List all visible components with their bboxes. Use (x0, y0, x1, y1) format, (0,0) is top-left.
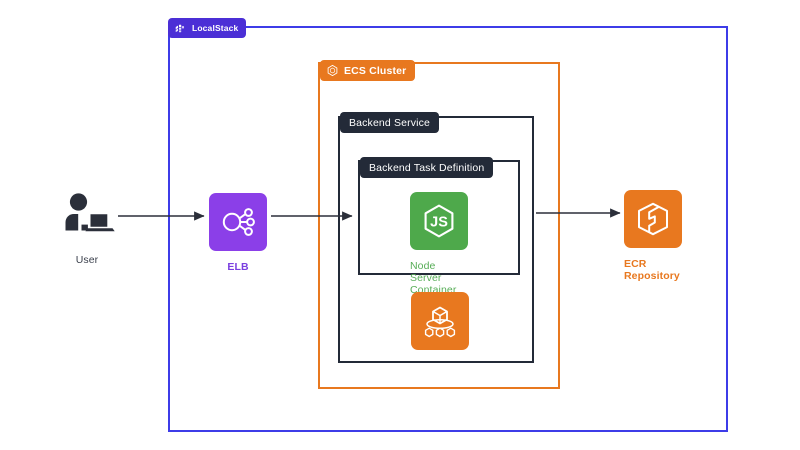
backend-service-badge-label: Backend Service (349, 116, 431, 129)
ecr-repository-label: ECR Repository (624, 258, 680, 282)
node-elb: ELB (209, 193, 267, 273)
svg-text:JS: JS (430, 215, 448, 231)
ecs-cluster-boundary (318, 62, 560, 389)
node-user: User (52, 186, 122, 266)
node-ecr-repository: ECR Repository (624, 190, 682, 282)
aws-ecs-icon (424, 306, 456, 338)
ecs-task-tile (411, 292, 469, 350)
node-server-tile: JS (410, 192, 468, 250)
user-tile (58, 186, 116, 244)
user-laptop-icon (65, 193, 115, 232)
ecr-tile (624, 190, 682, 248)
ecr-cube-icon (638, 202, 668, 236)
localstack-badge-label: LocalStack (192, 23, 239, 33)
backend-task-definition-badge-label: Backend Task Definition (369, 161, 485, 174)
nodejs-icon: JS (424, 204, 454, 238)
backend-task-definition-badge: Backend Task Definition (360, 157, 494, 178)
hexagon-cluster-icon (326, 64, 339, 77)
backend-service-badge: Backend Service (340, 112, 440, 133)
user-label: User (75, 254, 99, 266)
ecs-cluster-badge-label: ECS Cluster (344, 64, 407, 77)
load-balancer-icon (222, 208, 255, 236)
node-ecs-task (411, 292, 469, 350)
ecs-cluster-badge: ECS Cluster (320, 60, 416, 81)
elb-label: ELB (227, 261, 249, 273)
localstack-boundary (168, 26, 728, 432)
elb-tile (209, 193, 267, 251)
localstack-logo-icon (174, 22, 187, 35)
localstack-badge: LocalStack (168, 18, 247, 38)
